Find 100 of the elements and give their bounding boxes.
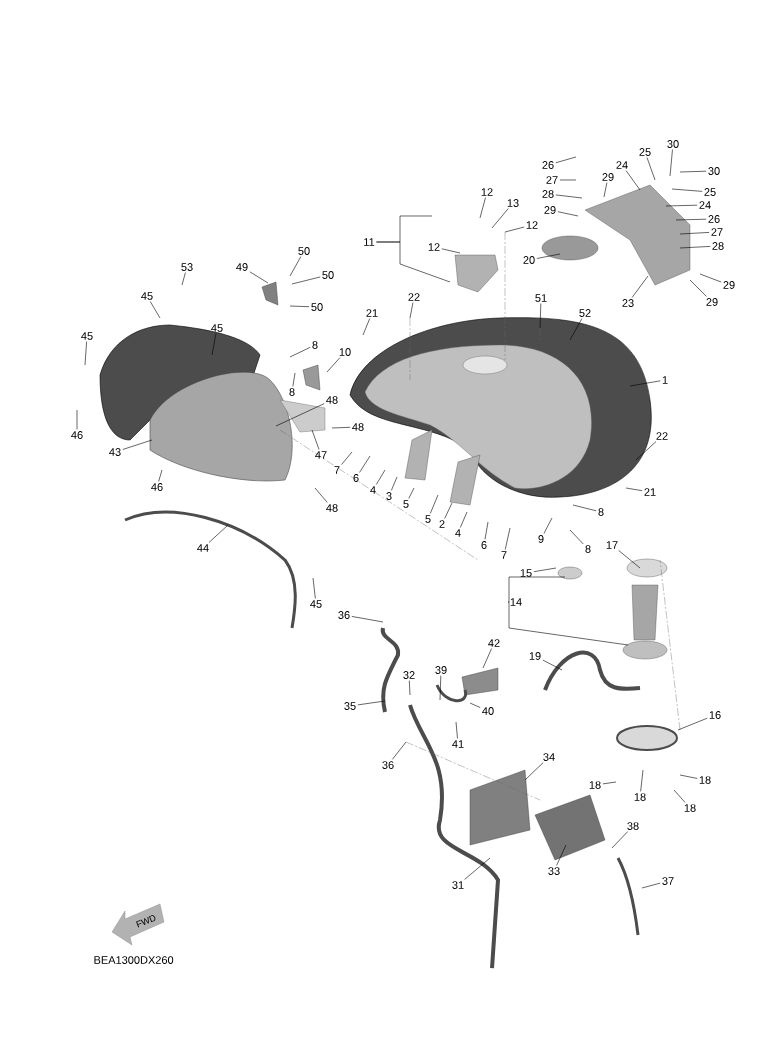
- leader-line: [625, 170, 641, 191]
- leader-line: [699, 273, 722, 283]
- callout-number: 45: [310, 600, 322, 608]
- leader-line: [455, 721, 458, 739]
- leader-line: [376, 241, 451, 283]
- callout-number: 1: [662, 376, 668, 384]
- callout-number: 6: [481, 541, 487, 549]
- leader-line: [669, 149, 673, 177]
- leader-line: [249, 271, 269, 284]
- callout-number: 24: [616, 161, 628, 169]
- leader-line: [311, 429, 320, 450]
- callout-number: 50: [322, 271, 334, 279]
- callout-number: 12: [428, 243, 440, 251]
- leader-line: [84, 341, 87, 366]
- leader-line: [543, 517, 553, 534]
- leader-line: [314, 487, 328, 503]
- leader-line: [504, 527, 511, 550]
- leader-line: [444, 502, 453, 519]
- callout-number: 22: [656, 432, 668, 440]
- callout-number: 16: [709, 711, 721, 719]
- callout-number: 17: [606, 541, 618, 549]
- callout-number: 13: [507, 199, 519, 207]
- leader-line: [569, 529, 584, 545]
- leader-line: [536, 253, 561, 259]
- callout-number: 32: [403, 671, 415, 679]
- leader-line: [208, 524, 229, 543]
- leader-line: [359, 455, 371, 473]
- callout-number: 18: [634, 793, 646, 801]
- callout-number: 15: [520, 569, 532, 577]
- leader-line: [460, 511, 468, 528]
- callout-number: 19: [529, 652, 541, 660]
- callout-number: 28: [542, 190, 554, 198]
- callout-number: 5: [403, 500, 409, 508]
- leader-line: [533, 567, 557, 572]
- leader-line: [289, 256, 302, 277]
- callout-number: 40: [482, 707, 494, 715]
- leader-line: [391, 476, 398, 491]
- callout-number: 14: [510, 598, 522, 606]
- leader-line: [641, 882, 661, 889]
- callout-number: 25: [639, 148, 651, 156]
- callout-number: 50: [311, 303, 323, 311]
- callout-number: 42: [488, 639, 500, 647]
- leader-line: [392, 741, 407, 760]
- callout-number: 39: [435, 666, 447, 674]
- leader-line: [524, 762, 544, 781]
- callout-number: 29: [706, 298, 718, 306]
- callout-number: 47: [315, 451, 327, 459]
- callout-number: 45: [141, 292, 153, 300]
- callout-number: 36: [382, 761, 394, 769]
- callout-number: 9: [538, 535, 544, 543]
- callout-number: 12: [481, 188, 493, 196]
- leader-line: [357, 700, 386, 706]
- callout-number: 53: [181, 263, 193, 271]
- callout-number: 7: [334, 466, 340, 474]
- leader-line: [557, 211, 579, 217]
- leader-line: [677, 717, 708, 731]
- leader-line: [76, 409, 78, 430]
- callout-number: 37: [662, 877, 674, 885]
- callout-number: 2: [439, 520, 445, 528]
- callout-number: 30: [708, 167, 720, 175]
- leader-line: [679, 246, 711, 249]
- callout-number: 44: [197, 544, 209, 552]
- callout-number: 10: [339, 348, 351, 356]
- leader-line: [679, 774, 698, 779]
- leader-line: [291, 276, 321, 285]
- callout-number: 8: [289, 388, 295, 396]
- leader-line: [289, 305, 310, 307]
- callout-number: 26: [708, 215, 720, 223]
- callout-number: 28: [712, 242, 724, 250]
- leader-line: [469, 702, 481, 708]
- callout-number: 48: [326, 396, 338, 404]
- callout-number: 46: [151, 483, 163, 491]
- leader-line: [181, 272, 186, 286]
- callout-number: 22: [408, 293, 420, 301]
- leader-line: [629, 380, 661, 387]
- callout-number: 4: [455, 529, 461, 537]
- callout-number: 20: [523, 256, 535, 264]
- callout-number: 24: [699, 201, 711, 209]
- callout-number: 29: [602, 173, 614, 181]
- callout-number: 45: [81, 332, 93, 340]
- callout-number: 4: [370, 486, 376, 494]
- leader-line: [625, 487, 643, 491]
- leader-line: [211, 333, 217, 356]
- callout-number: 23: [622, 299, 634, 307]
- callout-number: 51: [535, 294, 547, 302]
- leader-line: [430, 494, 439, 514]
- callout-number: 18: [684, 804, 696, 812]
- leader-line: [312, 577, 316, 599]
- fwd-label: FWD: [136, 915, 156, 928]
- leader-line: [679, 232, 710, 235]
- callout-number: 18: [589, 781, 601, 789]
- leader-line: [556, 844, 567, 866]
- callout-number: 36: [338, 611, 350, 619]
- leader-line: [464, 857, 491, 880]
- leader-line: [484, 521, 489, 540]
- leader-line: [341, 451, 353, 465]
- callout-number: 41: [452, 740, 464, 748]
- leader-line: [673, 789, 686, 803]
- leader-line: [408, 680, 411, 696]
- leader-line: [351, 616, 384, 623]
